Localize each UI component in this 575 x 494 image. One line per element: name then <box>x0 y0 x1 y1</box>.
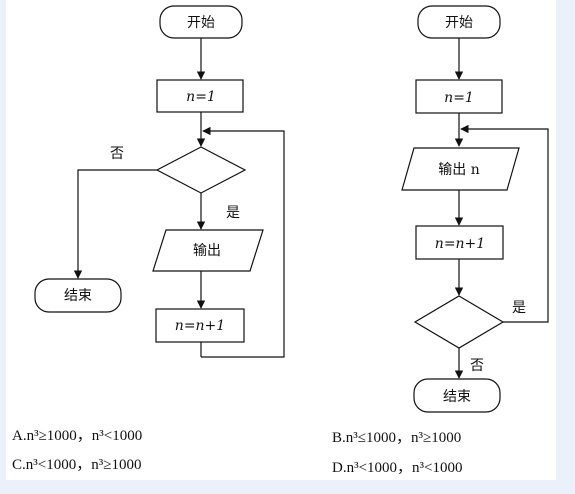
right-end-node <box>413 378 501 413</box>
left-arrow-no <box>73 169 157 279</box>
right-init-box <box>415 79 503 114</box>
left-yes-label: 是 <box>226 205 240 221</box>
option-c[interactable]: C.n³<1000，n³≥1000 <box>12 457 142 473</box>
option-a[interactable]: A.n³≥1000，n³<1000 <box>12 428 143 444</box>
option-d[interactable]: D.n³<1000，n³<1000 <box>332 460 463 476</box>
left-end-label: 结束 <box>64 288 92 304</box>
right-no-label: 否 <box>470 358 484 374</box>
right-increment-label: n=n+1 <box>435 236 485 252</box>
left-no-label: 否 <box>110 146 124 162</box>
left-loop-return <box>201 126 285 358</box>
left-start-label: 开始 <box>187 15 215 31</box>
right-start-label: 开始 <box>445 15 473 31</box>
right-loop-return <box>460 124 549 323</box>
right-output-box <box>401 147 520 191</box>
left-end-node <box>34 278 122 313</box>
right-flowchart <box>401 5 549 413</box>
left-init-label: n=1 <box>186 89 216 105</box>
left-flowchart <box>34 5 285 358</box>
right-output-label: 输出 n <box>438 162 479 178</box>
left-decision-diamond <box>155 146 247 194</box>
left-output-label: 输出 <box>193 243 221 259</box>
right-end-label: 结束 <box>443 389 471 405</box>
right-yes-label: 是 <box>512 300 526 316</box>
right-init-label: n=1 <box>444 90 474 106</box>
option-b[interactable]: B.n³≤1000，n³≥1000 <box>332 430 462 446</box>
left-init-box <box>156 79 244 113</box>
left-output-box <box>152 229 264 272</box>
left-increment-label: n=n+1 <box>175 318 225 334</box>
left-increment-box <box>155 308 245 343</box>
right-decision-diamond <box>413 295 505 349</box>
